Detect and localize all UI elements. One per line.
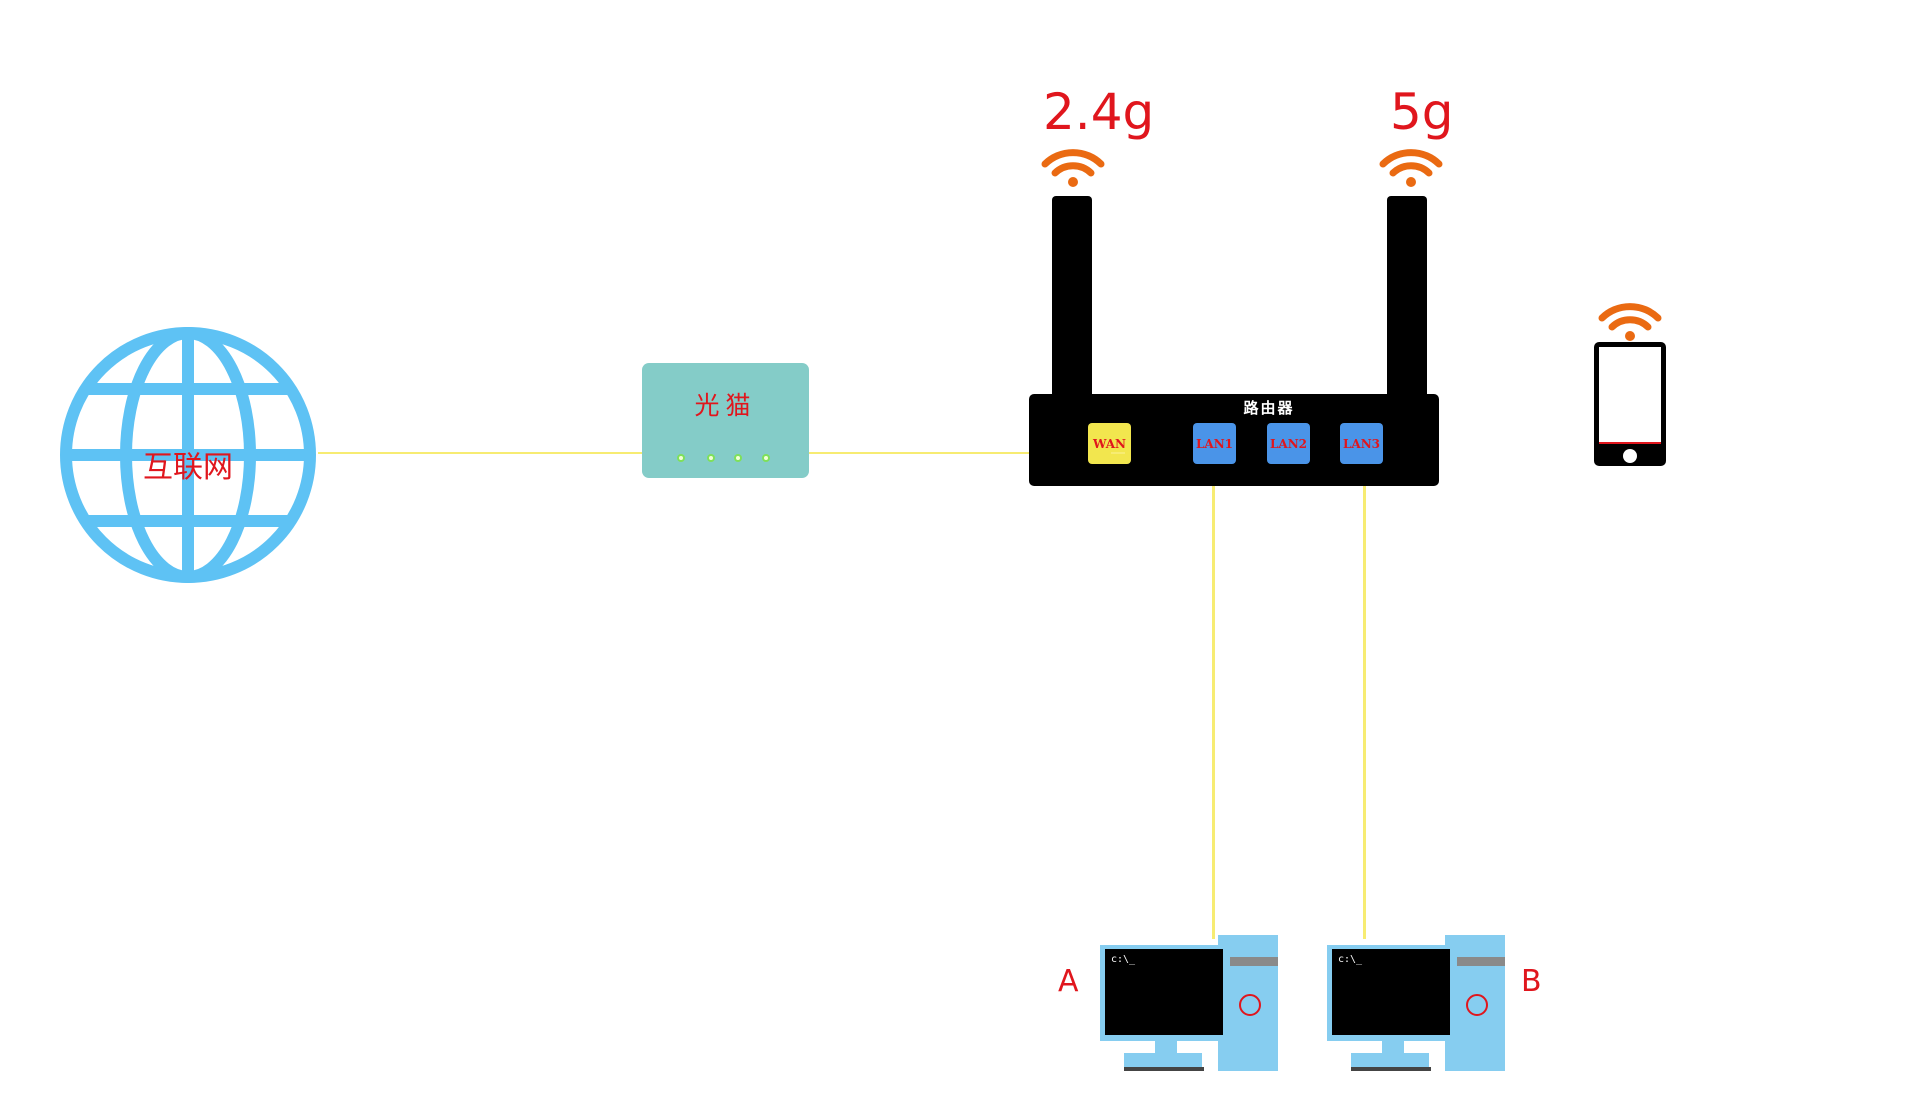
wire-internet-to-modem bbox=[318, 452, 642, 454]
router-label: 路由器 bbox=[1243, 399, 1295, 417]
pc-label-a: A bbox=[1058, 964, 1079, 999]
band-label-5g: 5g bbox=[1390, 83, 1454, 141]
router-antenna-right bbox=[1387, 196, 1427, 406]
wire-modem-to-wan bbox=[809, 452, 1111, 454]
wan-connector bbox=[1111, 452, 1125, 454]
globe-icon bbox=[60, 327, 316, 583]
modem-led bbox=[734, 454, 742, 462]
router: 路由器 WAN LAN1 LAN2 LAN3 bbox=[1029, 394, 1439, 486]
pc-label-b: B bbox=[1521, 964, 1542, 999]
port-wan: WAN bbox=[1088, 423, 1131, 464]
wifi-icon-5g bbox=[1379, 149, 1443, 187]
pc-a-prompt: c:\_ bbox=[1111, 954, 1136, 965]
wire-lan3-to-pc-b bbox=[1363, 464, 1366, 939]
wifi-icon-phone bbox=[1598, 303, 1662, 341]
port-lan2: LAN2 bbox=[1267, 423, 1310, 464]
modem-led bbox=[762, 454, 770, 462]
smartphone-icon bbox=[1594, 342, 1666, 466]
pc-b-prompt: c:\_ bbox=[1338, 954, 1363, 965]
computer-icon-b bbox=[1327, 935, 1505, 1071]
port-lan1: LAN1 bbox=[1193, 423, 1236, 464]
router-antenna-left bbox=[1052, 196, 1092, 406]
modem-led bbox=[677, 454, 685, 462]
optical-modem: 光猫 bbox=[642, 363, 809, 478]
wire-lan1-to-pc-a bbox=[1212, 464, 1215, 939]
band-label-2-4g: 2.4g bbox=[1043, 83, 1155, 141]
computer-icon-a bbox=[1100, 935, 1278, 1071]
wifi-icon-2-4g bbox=[1041, 149, 1105, 187]
internet-label: 互联网 bbox=[143, 450, 233, 485]
modem-label: 光猫 bbox=[694, 391, 757, 420]
modem-led bbox=[707, 454, 715, 462]
port-lan3: LAN3 bbox=[1340, 423, 1383, 464]
